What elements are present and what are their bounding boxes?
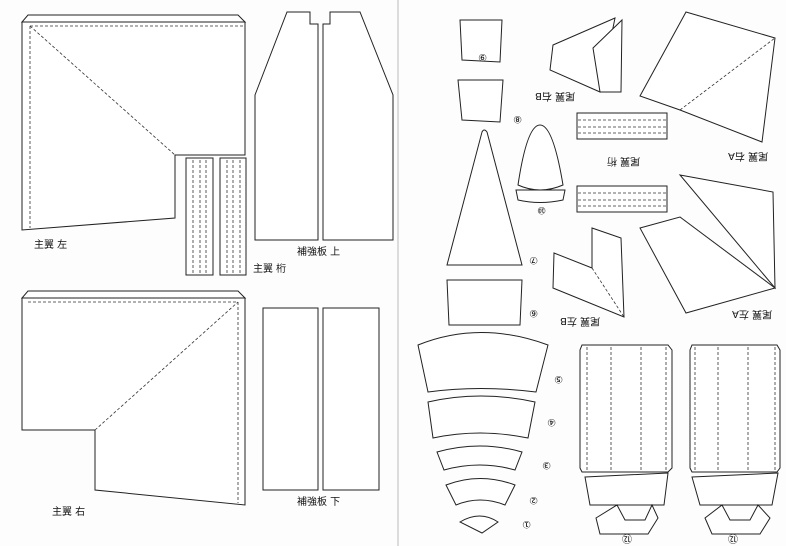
label-main-wing-left: 主翼 左 (34, 238, 67, 251)
engine-nacelle-parts (579, 344, 781, 535)
part-number: ⑧ (513, 113, 522, 124)
reinforcement-top-part (254, 11, 394, 241)
reinforcement-bottom-part (262, 307, 380, 491)
main-wing-right-part (20, 290, 247, 506)
part-number: ⑨ (478, 51, 487, 62)
part-number: ① (522, 518, 531, 529)
part-number: ⑥ (529, 307, 538, 318)
label-reinforcement-top: 補強板 上 (297, 245, 340, 258)
label-tail-left-a: 尾翼 左A (732, 308, 772, 321)
part-number: ⑫ (622, 532, 632, 544)
fuselage-parts (417, 19, 566, 534)
main-wing-left-part (20, 14, 247, 231)
part-number: ⑦ (529, 254, 538, 265)
tail-wing-parts (549, 11, 777, 318)
part-number: ⑤ (554, 373, 563, 384)
part-number: ④ (547, 416, 556, 427)
label-main-wing-right: 主翼 右 (52, 505, 85, 518)
label-tail-spar: 尾翼 桁 (607, 155, 640, 168)
label-main-wing-spar: 主翼 桁 (253, 262, 286, 275)
part-number: ⑫ (728, 532, 738, 544)
part-number: ③ (542, 459, 551, 470)
main-wing-spar-part (185, 157, 247, 276)
part-number: ⑩ (537, 204, 546, 215)
label-tail-left-b: 尾翼 左B (560, 315, 600, 328)
label-tail-right-a: 尾翼 右A (728, 150, 768, 163)
part-number: ② (529, 494, 538, 505)
label-reinforcement-bottom: 補強板 下 (297, 495, 340, 508)
label-tail-right-b: 尾翼 右B (535, 90, 575, 103)
